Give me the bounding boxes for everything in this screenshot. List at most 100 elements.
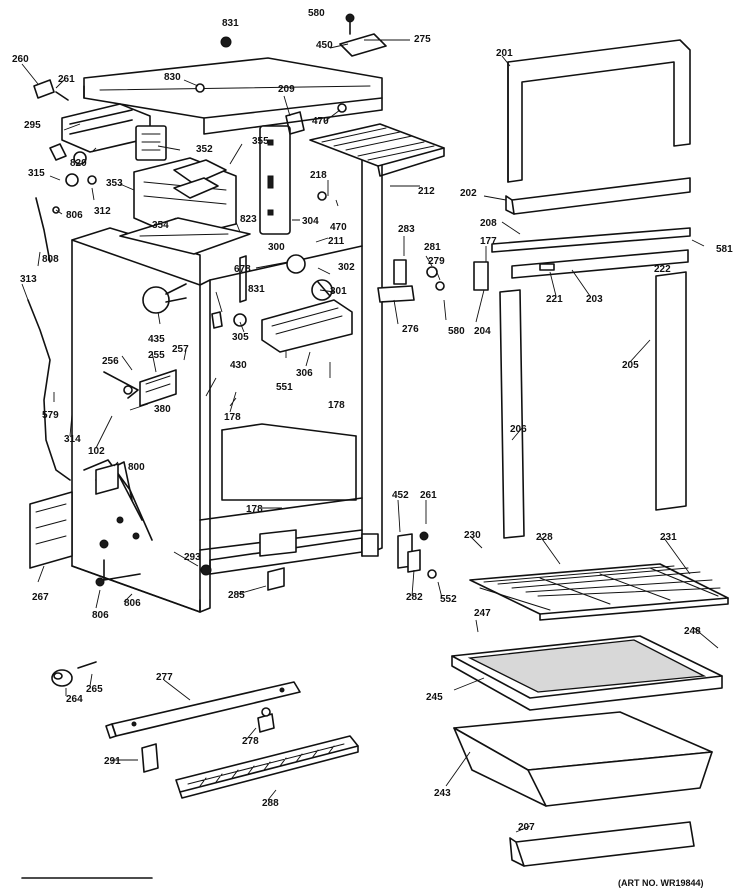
part-number-label-205: 205	[622, 360, 639, 371]
part-number-label-261b: 261	[420, 490, 437, 501]
part-number-label-260: 260	[12, 54, 29, 65]
part-number-label-211: 211	[328, 236, 345, 247]
part-number-label-831b: 831	[248, 284, 265, 295]
part-number-label-247: 247	[474, 608, 491, 619]
hinge-parts	[377, 259, 489, 579]
door-frame-upper	[507, 39, 691, 183]
art-number: (ART NO. WR19844)	[618, 878, 704, 888]
part-number-label-295: 295	[24, 120, 41, 131]
part-number-label-806c: 806	[124, 598, 141, 609]
freezer-shelf	[309, 123, 445, 177]
door-side-rail-left	[499, 289, 525, 539]
glass-shelf	[451, 635, 723, 711]
part-number-label-806a: 806	[66, 210, 83, 221]
part-number-label-470a: 470	[312, 116, 329, 127]
part-number-label-300: 300	[268, 242, 285, 253]
part-number-label-435: 435	[148, 334, 165, 345]
part-number-label-470b: 470	[330, 222, 347, 233]
part-number-label-293: 293	[184, 552, 201, 563]
drain-tube	[27, 197, 71, 481]
part-number-label-288: 288	[262, 798, 279, 809]
part-number-label-291: 291	[104, 756, 121, 767]
part-number-label-243: 243	[434, 788, 451, 799]
small-hardware	[95, 564, 285, 773]
part-number-label-245: 245	[426, 692, 443, 703]
thermostat-bracket	[259, 111, 305, 235]
part-number-label-282: 282	[406, 592, 423, 603]
part-number-label-313: 313	[20, 274, 37, 285]
light-socket-assembly	[142, 283, 187, 314]
part-number-label-209: 209	[278, 84, 295, 95]
part-number-label-551: 551	[276, 382, 293, 393]
part-number-label-285: 285	[228, 590, 245, 601]
roller-wheel	[51, 661, 97, 687]
part-number-label-203: 203	[586, 294, 603, 305]
part-number-label-678: 678	[234, 264, 251, 275]
part-number-label-354: 354	[152, 220, 169, 231]
part-number-label-206: 206	[510, 424, 527, 435]
control-panel	[103, 369, 177, 407]
cabinet-body	[71, 125, 383, 613]
part-number-label-580b: 580	[448, 326, 465, 337]
part-number-label-276: 276	[402, 324, 419, 335]
part-number-label-218: 218	[310, 170, 327, 181]
part-number-label-430: 430	[230, 360, 247, 371]
top-hardware	[33, 13, 387, 214]
crisper-drawer	[453, 711, 713, 807]
liner-wire-shelf-divider	[211, 255, 247, 329]
part-number-label-277: 277	[156, 672, 173, 683]
grille	[175, 735, 359, 799]
air-duct	[119, 217, 251, 255]
part-number-label-102: 102	[88, 446, 105, 457]
part-number-label-830: 830	[164, 72, 181, 83]
part-number-label-231: 231	[660, 532, 677, 543]
part-number-label-355: 355	[252, 136, 269, 147]
part-number-label-201: 201	[496, 48, 513, 59]
part-number-label-279: 279	[428, 256, 445, 267]
compressor-bracket	[29, 491, 73, 569]
part-number-label-283: 283	[398, 224, 415, 235]
part-number-label-255: 255	[148, 350, 165, 361]
door-shelf-bottom	[509, 821, 695, 867]
part-number-label-820: 820	[70, 158, 87, 169]
leader-lines	[21, 39, 719, 833]
part-number-label-452: 452	[392, 490, 409, 501]
part-number-label-380: 380	[154, 404, 171, 415]
wiring-harness	[83, 459, 153, 581]
part-number-label-305: 305	[232, 332, 249, 343]
part-number-label-207: 207	[518, 822, 535, 833]
part-number-label-248: 248	[684, 626, 701, 637]
part-number-label-228: 228	[536, 532, 553, 543]
part-number-label-212: 212	[418, 186, 435, 197]
part-number-label-314: 314	[64, 434, 81, 445]
part-number-label-808: 808	[42, 254, 59, 265]
part-number-label-261a: 261	[58, 74, 75, 85]
part-number-label-450: 450	[316, 40, 333, 51]
part-number-label-178b: 178	[224, 412, 241, 423]
door-side-rail-right	[655, 271, 687, 511]
part-number-label-267: 267	[32, 592, 49, 603]
wire-shelf	[469, 563, 729, 621]
part-number-label-353: 353	[106, 178, 123, 189]
part-number-label-823: 823	[240, 214, 257, 225]
part-number-label-552: 552	[440, 594, 457, 605]
part-number-label-581: 581	[716, 244, 733, 255]
part-number-label-257: 257	[172, 344, 189, 355]
part-number-label-301: 301	[330, 286, 347, 297]
part-number-label-352: 352	[196, 144, 213, 155]
part-number-label-806b: 806	[92, 610, 109, 621]
part-number-label-230: 230	[464, 530, 481, 541]
part-number-label-306: 306	[296, 368, 313, 379]
part-number-label-204: 204	[474, 326, 491, 337]
part-number-label-221: 221	[546, 294, 563, 305]
crisper-cover-slide	[105, 681, 301, 739]
part-number-label-831a: 831	[222, 18, 239, 29]
part-number-label-281: 281	[424, 242, 441, 253]
part-number-label-580a: 580	[308, 8, 325, 19]
part-number-label-178c: 178	[246, 504, 263, 515]
part-number-label-579: 579	[42, 410, 59, 421]
part-number-label-178a: 178	[328, 400, 345, 411]
